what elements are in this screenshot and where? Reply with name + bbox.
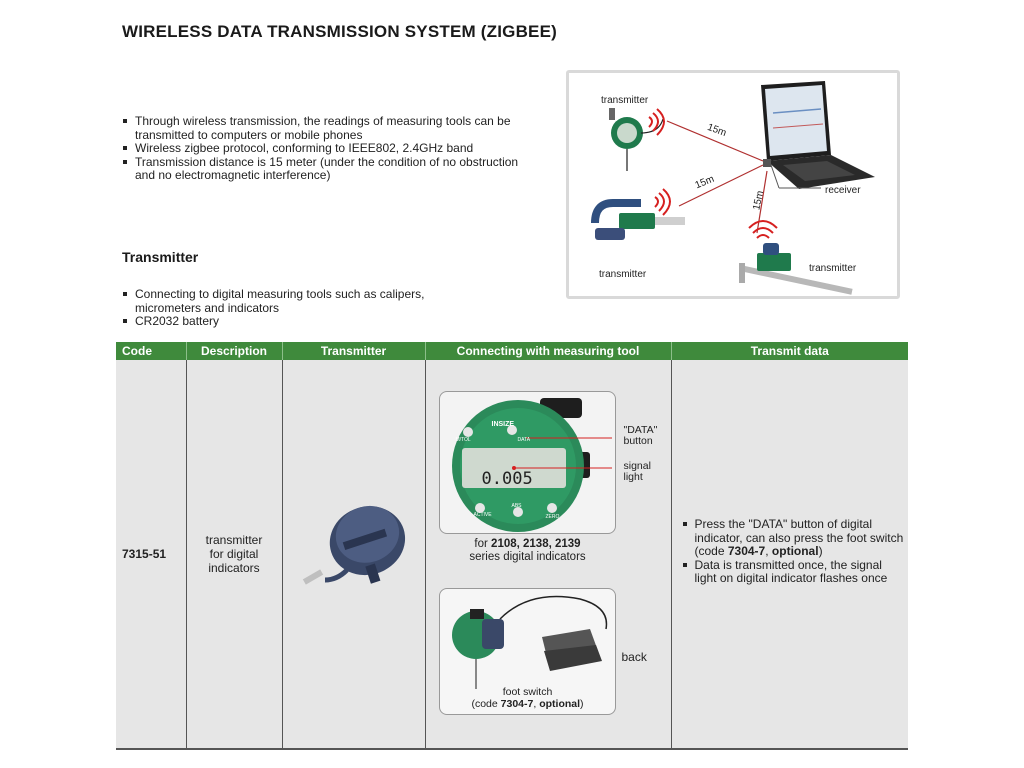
- intro-bullet: Wireless zigbee protocol, conforming to …: [122, 141, 522, 156]
- diagram-label-transmitter: transmitter: [601, 95, 649, 106]
- diagram-label-transmitter: transmitter: [599, 269, 647, 280]
- product-code: 7315-51: [122, 547, 167, 561]
- transmit-bullet-post: ): [818, 544, 823, 558]
- transmit-bullet-text: Press the "DATA" button of digital indic…: [694, 517, 904, 558]
- page-title: WIRELESS DATA TRANSMISSION SYSTEM (ZIGBE…: [122, 22, 557, 41]
- indicator-photo: INSIZE M/TOL DATA 0.005 ACTIVE ABS ZERO: [438, 391, 616, 534]
- data-button-label: "DATA" button: [624, 425, 658, 447]
- transmit-bullet-optional: optional: [771, 544, 819, 558]
- foot-caption-pre: (code: [471, 698, 501, 710]
- foot-switch-caption: foot switch (code 7304-7, optional): [440, 686, 616, 710]
- foot-caption-mid: ,: [533, 698, 540, 710]
- transmit-data-cell: Press the "DATA" button of digital indic…: [670, 360, 908, 750]
- digital-indicator-image: [451, 398, 612, 532]
- receiver-icon: [763, 159, 771, 167]
- intro-bullet: Through wireless transmission, the readi…: [122, 114, 522, 142]
- signal-light-label: signal light: [624, 461, 651, 483]
- foot-switch-image: [451, 595, 607, 689]
- description-cell: transmitter for digital indicators: [185, 360, 282, 750]
- signal-light-label-line: light: [623, 471, 643, 483]
- system-diagram: transmitter 15m 15m 15m receiver transmi…: [566, 70, 900, 299]
- table-row: 7315-51 transmitter for digital indicato…: [116, 360, 908, 750]
- header-transmit-data: Transmit data: [670, 342, 908, 360]
- system-diagram-illustration: [591, 81, 875, 295]
- transmitter-bullet: CR2032 battery: [122, 314, 442, 329]
- data-button-label-line: "DATA": [623, 424, 658, 436]
- diagram-label-transmitter: transmitter: [809, 263, 857, 274]
- table-header-row: Code Description Transmitter Connecting …: [116, 342, 908, 360]
- foot-switch-caption-line: foot switch: [502, 686, 553, 698]
- transmit-bullet-code: 7304-7: [727, 544, 766, 558]
- caliper-transmitter-icon: [739, 220, 853, 295]
- back-label: back: [621, 650, 647, 664]
- transmitter-bullet: Connecting to digital measuring tools su…: [122, 287, 442, 315]
- indicator-mtol-label: M/TOL: [455, 437, 471, 443]
- indicator-zero-label: ZERO: [545, 514, 560, 520]
- foot-switch-photo: [438, 588, 616, 715]
- foot-caption-optional: optional: [539, 698, 581, 710]
- transmit-bullet: Press the "DATA" button of digital indic…: [682, 517, 907, 559]
- laptop-icon: [761, 81, 875, 189]
- transmitter-heading: Transmitter: [122, 249, 199, 265]
- foot-caption-post: ): [580, 698, 584, 710]
- caption-suffix: series digital indicators: [469, 551, 586, 563]
- code-cell: 7315-51: [116, 360, 186, 750]
- transmitter-bullet-list: Connecting to digital measuring tools su…: [122, 287, 442, 329]
- product-description: transmitter for digital indicators: [205, 533, 263, 575]
- indicator-brand: INSIZE: [491, 421, 515, 428]
- transmit-bullet-list: Press the "DATA" button of digital indic…: [682, 517, 907, 586]
- caption-series: 2108, 2138, 2139: [491, 538, 581, 550]
- spec-table: Code Description Transmitter Connecting …: [116, 342, 908, 750]
- indicator-transmitter-icon: [609, 108, 665, 171]
- data-button-label-line: button: [623, 435, 653, 447]
- foot-caption-code: 7304-7: [500, 698, 534, 710]
- diagram-label-receiver: receiver: [825, 185, 861, 196]
- indicator-caption: for 2108, 2138, 2139 series digital indi…: [440, 538, 616, 564]
- header-transmitter: Transmitter: [281, 342, 425, 360]
- header-code: Code: [116, 342, 186, 360]
- caption-prefix: for: [474, 538, 492, 550]
- signal-light-label-line: signal: [623, 460, 651, 472]
- transmit-bullet-mid: ,: [765, 544, 772, 558]
- intro-bullet: Transmission distance is 15 meter (under…: [122, 155, 522, 183]
- transmitter-cell: [281, 360, 425, 750]
- indicator-display-value: 0.005: [481, 469, 533, 489]
- connecting-cell: INSIZE M/TOL DATA 0.005 ACTIVE ABS ZERO …: [424, 360, 671, 750]
- transmit-bullet: Data is transmitted once, the signal lig…: [682, 558, 907, 586]
- indicator-data-label: DATA: [517, 437, 531, 443]
- transmitter-device-image: [302, 505, 405, 585]
- micrometer-transmitter-icon: [591, 188, 685, 240]
- intro-bullet-list: Through wireless transmission, the readi…: [122, 114, 522, 183]
- indicator-ac-label: ACTIVE: [473, 512, 492, 518]
- header-connecting: Connecting with measuring tool: [424, 342, 671, 360]
- indicator-abs-label: ABS: [511, 503, 522, 509]
- header-description: Description: [185, 342, 282, 360]
